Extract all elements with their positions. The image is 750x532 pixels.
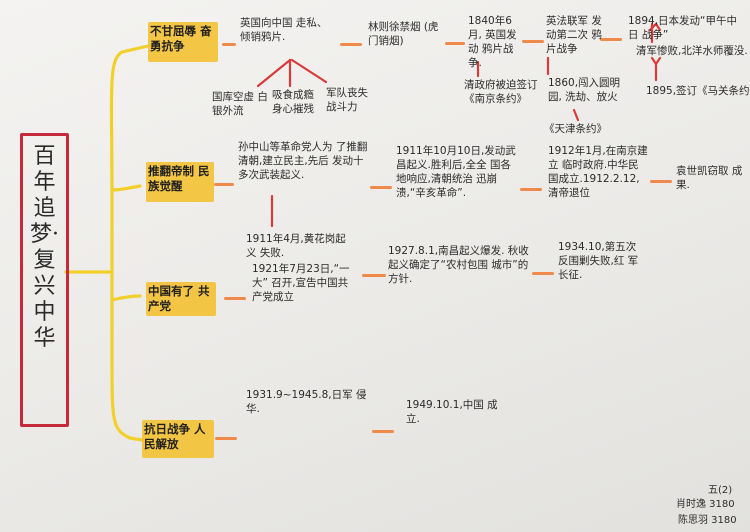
b3-node-nanchang-uprising: 1927.8.1,南昌起义爆发. 秋收起义确定了“农村包围 城市”的方针. bbox=[388, 245, 529, 285]
dash-b4-1 bbox=[215, 437, 237, 440]
arrow-2 bbox=[650, 56, 662, 66]
signature-class: 五(2) bbox=[708, 485, 733, 496]
dash-b1-5 bbox=[600, 38, 622, 41]
b1-node-second-opium-war: 英法联军 发动第二次 鸦片战争 bbox=[546, 15, 602, 55]
dash-b2-3 bbox=[520, 188, 542, 191]
b1-node-nanjing-treaty: 清政府被迫签订《南京条约》 bbox=[464, 79, 538, 105]
b1-node-shimonoseki-treaty: 1895,签订《马关条约》 bbox=[646, 85, 750, 97]
b1-sub-treasury: 国库空虚 白银外流 bbox=[212, 91, 268, 117]
b2-node-yuan-shikai: 袁世凯窃取 成果. bbox=[676, 165, 743, 191]
b2-node-roc-founded: 1912年1月,在南京建立 临时政府.中华民 国成立.1912.2.12, 清帝… bbox=[548, 145, 648, 199]
branch-1-highlight bbox=[148, 22, 218, 62]
b3-node-long-march: 1934.10,第五次 反围剿失败,红 军长征. bbox=[558, 241, 639, 281]
dash-b1-2 bbox=[340, 43, 362, 46]
branch-2-stem bbox=[110, 184, 142, 192]
center-topic-title: 百年追梦·复兴中华 bbox=[30, 144, 59, 351]
sub-link-3 bbox=[290, 58, 328, 84]
branch-1-title: 不甘屈辱 奋勇抗争 bbox=[150, 24, 212, 53]
yellow-tree-lines bbox=[64, 44, 150, 442]
branch-1-stem bbox=[120, 44, 150, 54]
b1-node-british-opium: 英国向中国 走私、倾销鸦片. bbox=[240, 17, 328, 43]
branch-4-highlight bbox=[142, 420, 214, 458]
b1-node-opium-war: 1840年6月, 英国发动 鸦片战争. bbox=[468, 15, 517, 69]
dash-b2-1 bbox=[214, 183, 234, 186]
b4-node-japanese-invasion: 1931.9~1945.8,日军 侵华. bbox=[246, 389, 367, 415]
branch-4-stem bbox=[128, 436, 144, 442]
b1-node-sino-japanese-war: 1894,日本发动“甲午中日 战争” bbox=[628, 15, 737, 41]
branch-3-stem bbox=[110, 294, 142, 302]
branch-3-highlight bbox=[146, 282, 216, 316]
b1-sub-addiction: 吸食成瘾 身心摧残 bbox=[272, 89, 314, 115]
dash-b1-3 bbox=[445, 42, 465, 45]
branch-2-title: 推翻帝制 民族觉醒 bbox=[148, 164, 210, 193]
b4-node-prc-founded: 1949.10.1,中国 成立. bbox=[406, 399, 498, 425]
signature-name-2: 陈思羽 3180 bbox=[678, 515, 737, 526]
branch-4-title: 抗日战争 人民解放 bbox=[144, 422, 206, 451]
red-lines bbox=[256, 22, 662, 228]
dash-b2-4 bbox=[650, 180, 672, 183]
dash-b4-2 bbox=[372, 430, 394, 433]
center-topic-box: 百年追梦·复兴中华 bbox=[20, 133, 69, 427]
dash-b3-1 bbox=[224, 297, 246, 300]
dash-b2-2 bbox=[370, 186, 392, 189]
dash-b3-2 bbox=[362, 274, 386, 277]
b2-node-huanghuagang: 1911年4月,黄花岗起义 失败. bbox=[246, 233, 346, 259]
sub-link-1 bbox=[256, 58, 292, 88]
b1-node-tianjin-treaty: 《天津条约》 bbox=[544, 123, 607, 135]
branch-2-highlight bbox=[146, 162, 214, 202]
b1-node-lin-zexu: 林则徐禁烟 (虎门销烟) bbox=[368, 21, 439, 47]
b1-node-qing-defeat: 清军惨败,北洋水师覆没. bbox=[636, 45, 748, 57]
b1-node-old-summer-palace: 1860,闯入圆明园, 洗劫、放火 bbox=[548, 77, 621, 103]
b1-sub-army: 军队丧失 战斗力 bbox=[326, 87, 368, 113]
signature-name-1: 肖时逸 3180 bbox=[676, 499, 735, 510]
bracket-spine bbox=[109, 50, 132, 440]
dash-b3-3 bbox=[532, 272, 554, 275]
arrow-1 bbox=[648, 22, 662, 32]
b2-node-sun-yatsen: 孙中山等革命党人为 了推翻清朝,建立民主,先后 发动十多次武装起义. bbox=[238, 141, 368, 181]
link-n7-n8 bbox=[572, 108, 580, 122]
b3-node-cpc-founded: 1921年7月23日,“一大” 召开,宣告中国共 产党成立 bbox=[252, 263, 350, 303]
b2-node-wuchang-uprising: 1911年10月10日,发动武 昌起义.胜利后,全全 国各地响应,清朝统治 迅崩… bbox=[396, 145, 516, 199]
branch-3-title: 中国有了 共产党 bbox=[148, 284, 210, 313]
dash-b1-1 bbox=[222, 43, 236, 46]
dash-b1-4 bbox=[522, 40, 544, 43]
